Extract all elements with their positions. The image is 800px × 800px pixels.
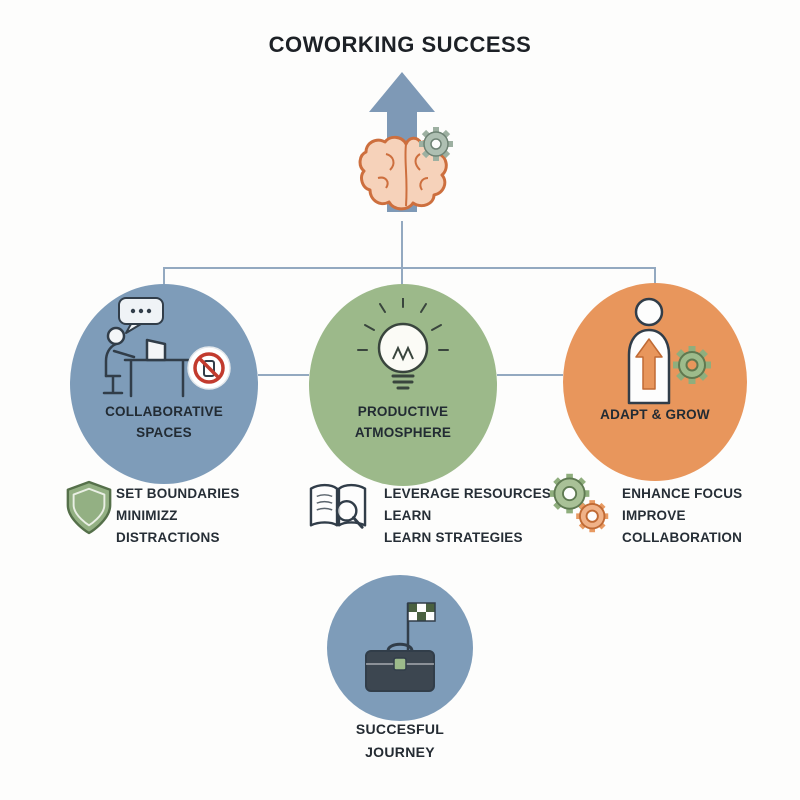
pillar-label-line: COLLABORATIVE [105,404,223,419]
footer-line: SUCCESFUL [355,721,445,737]
pillar-label-line: ADAPT & GROW [600,407,710,422]
note-set-boundaries: SET BOUNDARIES MINIMIZZ DISTRACTIONS [116,483,240,549]
shield-icon [66,480,112,535]
person-grow-gear-icon [627,297,711,405]
note-line: MINIMIZZ [116,508,178,523]
gears-icon [549,473,609,533]
pillar-label-line: PRODUCTIVE [357,404,449,419]
connector-vertical-top [401,221,403,268]
connector-stub-right [654,267,656,284]
connector-middle-right [497,374,563,376]
note-line: ENHANCE FOCUS [622,486,743,501]
note-leverage-resources: LEVERAGE RESOURCES LEARN LEARN STRATEGIE… [384,483,551,549]
note-line: SET BOUNDARIES [116,486,240,501]
pillar-label: ADAPT & GROW [600,405,710,426]
note-line: COLLABORATION [622,530,743,545]
footer-label: SUCCESFUL JOURNEY [300,718,500,764]
pillar-collaborative-spaces: COLLABORATIVE SPACES [70,284,258,484]
pillar-label-line: ATMOSPHERE [354,424,452,440]
note-line: LEVERAGE RESOURCES [384,486,552,501]
note-line: IMPROVE [622,508,686,523]
connector-horizontal [164,267,656,269]
briefcase-flag-icon [365,602,436,692]
pillar-productive-atmosphere: PRODUCTIVE ATMOSPHERE [309,284,497,486]
pillar-label: COLLABORATIVE SPACES [105,402,223,444]
person-desk-chat-nophone-icon [102,297,231,398]
pillar-adapt-grow: ADAPT & GROW [563,283,747,481]
book-magnifier-icon [309,483,367,529]
connector-left-middle [258,374,309,376]
lightbulb-icon [357,298,449,390]
pillar-label: PRODUCTIVE ATMOSPHERE [355,402,451,444]
gear-icon [419,127,453,161]
successful-journey-circle [327,575,473,721]
note-line: LEARN [384,508,432,523]
pillar-label-line: SPACES [136,424,192,440]
page-title: COWORKING SUCCESS [268,32,532,57]
connector-stub-left [163,267,165,285]
note-enhance-focus: ENHANCE FOCUS IMPROVE COLLABORATION [622,483,742,549]
note-line: DISTRACTIONS [116,530,220,545]
footer-line: JOURNEY [365,744,435,760]
connector-stub-middle [401,267,403,285]
note-line: LEARN STRATEGIES [384,530,523,545]
